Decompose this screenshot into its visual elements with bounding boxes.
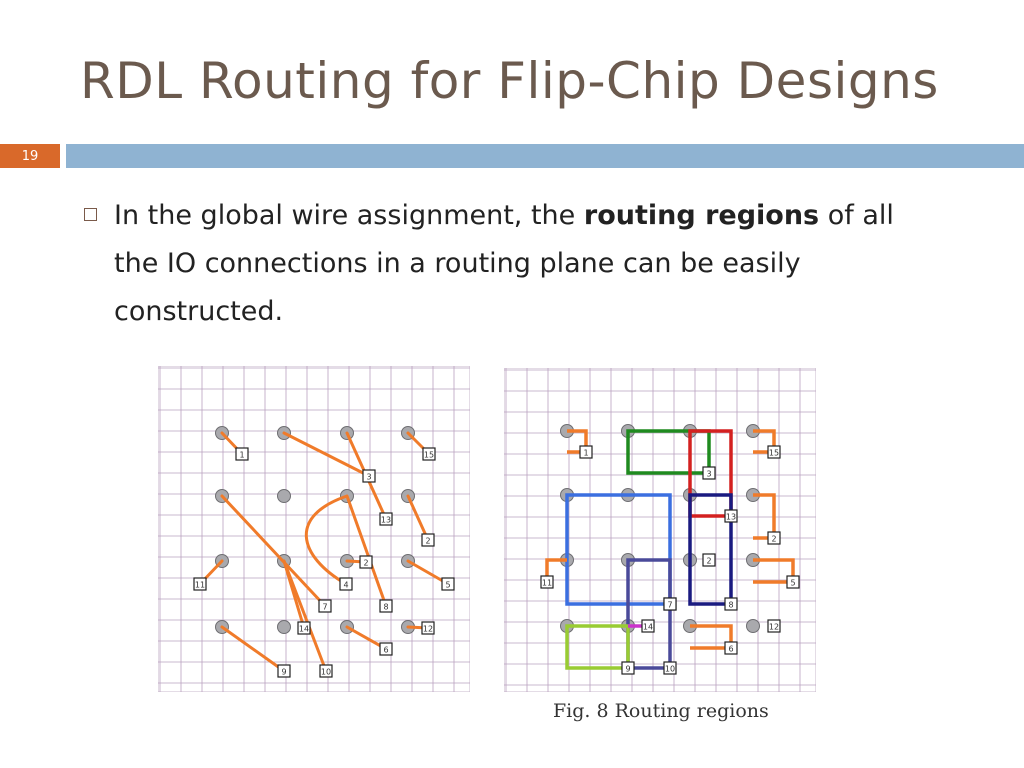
io-pad: [379, 599, 393, 613]
square-bullet-icon: [84, 208, 97, 221]
io-pads: 1 15 3 13 2 11 4 2 5 7 8 14 12 6 9 10: [193, 447, 455, 678]
io-pad-label: 12: [423, 625, 433, 634]
io-pad-label: 11: [195, 581, 205, 590]
bullet-text: In the global wire assignment, the routi…: [114, 192, 944, 336]
io-pad-label: 14: [643, 623, 653, 632]
figure-caption: Fig. 8 Routing regions: [553, 700, 769, 722]
io-wire: [220, 494, 327, 608]
routing-region: [753, 493, 776, 540]
io-pad: [767, 619, 781, 633]
io-pad-label: 3: [706, 470, 711, 479]
io-wire-curved: [304, 494, 348, 586]
io-pad-label: 2: [706, 557, 711, 566]
routing-region: [753, 558, 795, 584]
io-connections-figure: 1 15 3 13 2 11 4 2 5 7 8 14 12 6 9 10: [158, 366, 470, 692]
io-pad-label: 3: [366, 473, 371, 482]
io-pad: [540, 575, 554, 589]
io-pad-label: 5: [445, 581, 450, 590]
slide-title: RDL Routing for Flip-Chip Designs: [80, 52, 939, 110]
io-pad: [297, 621, 311, 635]
io-pad-label: 8: [383, 603, 388, 612]
io-wire: [220, 625, 286, 673]
io-pad: [318, 599, 332, 613]
bullet-text-bold: routing regions: [583, 200, 820, 231]
io-pad-label: 7: [322, 603, 327, 612]
io-wire: [282, 559, 328, 673]
io-pad-label: 13: [381, 516, 391, 525]
bullet-text-end: of all the IO connections in a routing p…: [114, 200, 894, 327]
bump-ball: [746, 619, 760, 633]
io-pad-label: 9: [281, 668, 286, 677]
slide-number-badge: 19: [0, 144, 60, 168]
io-pad: [319, 664, 333, 678]
io-pad: [379, 512, 393, 526]
io-pad: [359, 555, 373, 569]
slide-number: 19: [21, 148, 39, 164]
io-pad: [767, 531, 781, 545]
io-pad: [702, 553, 716, 567]
routing-region: [753, 429, 776, 454]
io-pad: [621, 661, 635, 675]
bump-ball: [277, 620, 291, 634]
io-pad-label: 14: [299, 625, 309, 634]
io-pad: [441, 577, 455, 591]
io-pad: [362, 469, 376, 483]
io-pad-label: 11: [542, 579, 552, 588]
figure-frame: [504, 368, 816, 692]
grid-lines: [504, 368, 816, 692]
io-wire: [345, 494, 388, 608]
io-pad: [724, 641, 738, 655]
io-pad: [663, 597, 677, 611]
io-pad-label: 15: [769, 449, 779, 458]
routing-region: [567, 429, 588, 454]
io-pad-label: 7: [667, 601, 672, 610]
io-pad-label: 1: [583, 449, 588, 458]
routing-region: [690, 624, 733, 650]
io-pad-label: 4: [343, 581, 348, 590]
io-pad-label: 2: [363, 559, 368, 568]
io-pad-label: 9: [625, 665, 630, 674]
io-pad-label: 10: [665, 665, 675, 674]
io-pad-label: 6: [728, 645, 733, 654]
io-pad: [235, 447, 249, 461]
io-pad: [786, 575, 800, 589]
io-pad: [702, 466, 716, 480]
io-wire: [282, 431, 371, 478]
io-pad: [724, 509, 738, 523]
io-pad-label: 2: [771, 535, 776, 544]
io-pad-label: 1: [239, 451, 244, 460]
io-pad-label: 13: [726, 513, 736, 522]
io-pad: [579, 445, 593, 459]
io-pad-label: 2: [425, 537, 430, 546]
io-wire: [406, 559, 450, 586]
io-pad: [421, 533, 435, 547]
io-pad-label: 10: [321, 668, 331, 677]
io-pad: [421, 621, 435, 635]
io-pad-label: 8: [728, 601, 733, 610]
io-pad: [422, 447, 436, 461]
io-pad: [724, 597, 738, 611]
io-wire: [406, 494, 430, 542]
io-pad: [277, 664, 291, 678]
io-pad: [641, 619, 655, 633]
io-pad: [193, 577, 207, 591]
io-pad: [379, 642, 393, 656]
bump-ball: [277, 489, 291, 503]
io-pad-label: 6: [383, 646, 388, 655]
header-bar: [66, 144, 1024, 168]
io-pad: [663, 661, 677, 675]
grid-lines: [158, 366, 470, 692]
bullet-item: In the global wire assignment, the routi…: [84, 192, 944, 336]
io-pad-label: 12: [769, 623, 779, 632]
bullet-text-start: In the global wire assignment, the: [114, 200, 584, 231]
io-pad-label: 5: [790, 579, 795, 588]
io-pad-label: 15: [424, 451, 434, 460]
io-pad: [767, 445, 781, 459]
io-pad: [339, 577, 353, 591]
